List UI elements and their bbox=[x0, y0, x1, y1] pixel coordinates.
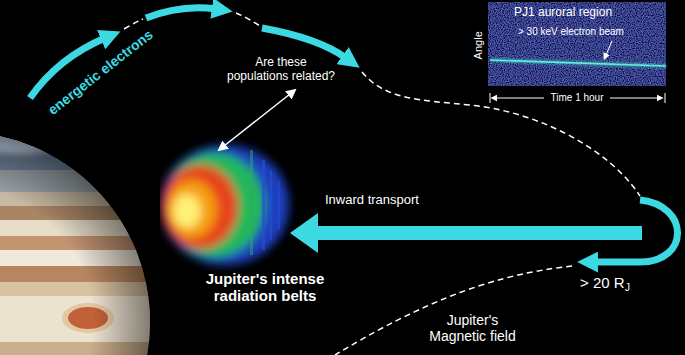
inset-panel bbox=[490, 93, 665, 103]
radiation-belt-map bbox=[250, 150, 253, 255]
inset-panel bbox=[488, 2, 666, 86]
magnetic-field-line bbox=[362, 72, 640, 196]
magnetic-field-line bbox=[124, 13, 640, 355]
text-label: J bbox=[625, 282, 630, 294]
magnetic-field-line bbox=[236, 13, 260, 26]
radiation-belt-map bbox=[161, 145, 289, 265]
radiation-belt-map bbox=[173, 194, 201, 228]
inward-transport-arrow bbox=[290, 213, 642, 253]
electron-arrows bbox=[146, 8, 216, 18]
question-double-arrow bbox=[224, 94, 290, 146]
inset-panel bbox=[606, 41, 612, 55]
inset-panel bbox=[488, 2, 666, 103]
electron-arrows bbox=[262, 28, 346, 58]
text-label: Time 1 hour bbox=[551, 92, 604, 104]
radiation-belt-map bbox=[262, 160, 265, 250]
inset-panel bbox=[490, 60, 666, 66]
text-label: Are these populations related? bbox=[224, 56, 338, 84]
radiation-belt-map bbox=[270, 170, 272, 240]
inset-panel bbox=[610, 98, 658, 99]
inset-panel-box: PJ1 auroral region > 30 keV electron beam bbox=[488, 2, 666, 86]
text-label: Inward transport bbox=[325, 193, 419, 208]
inward-transport-arrow bbox=[290, 213, 318, 253]
jupiter-planet bbox=[0, 120, 160, 355]
inset-panel bbox=[490, 60, 666, 66]
panel-title: PJ1 auroral region bbox=[514, 6, 612, 20]
text-label: Angle bbox=[472, 31, 485, 59]
magnetic-field-line bbox=[124, 19, 143, 29]
magnetic-field-line bbox=[335, 266, 572, 355]
radiation-belt-map bbox=[167, 180, 217, 238]
jupiter-planet bbox=[0, 120, 160, 355]
inward-transport-arrow bbox=[316, 226, 642, 240]
text-label: Jupiter's intense radiation belts bbox=[195, 270, 335, 305]
radiation-belt-map bbox=[162, 165, 238, 249]
text-label: Jupiter's Magnetic field bbox=[420, 312, 525, 344]
electron-arrows bbox=[30, 8, 678, 262]
radiation-belt-map bbox=[278, 180, 280, 230]
radiation-belt-map bbox=[161, 145, 289, 265]
text-label: > 20 R bbox=[580, 274, 625, 291]
inset-panel bbox=[496, 98, 544, 99]
panel-annotation: > 30 keV electron beam bbox=[518, 26, 624, 38]
radiation-belt-map bbox=[161, 145, 289, 265]
